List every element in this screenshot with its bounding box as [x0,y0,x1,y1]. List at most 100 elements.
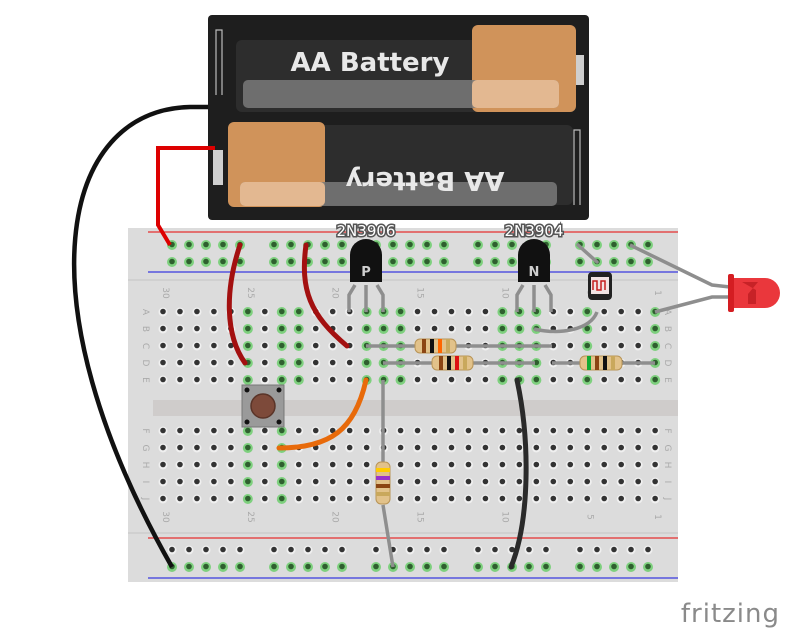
breadboard-hole[interactable] [329,444,336,451]
rail-hole[interactable] [305,546,311,553]
breadboard-hole[interactable] [431,376,438,383]
breadboard-hole[interactable] [228,359,234,366]
breadboard-hole[interactable] [177,427,183,434]
breadboard-hole[interactable] [618,461,624,468]
rail-hole[interactable] [322,563,328,570]
breadboard-hole[interactable] [414,427,421,434]
rail-hole[interactable] [492,546,498,553]
breadboard-hole[interactable] [245,308,251,315]
breadboard-hole[interactable] [482,308,489,315]
breadboard-hole[interactable] [652,376,658,383]
rail-hole[interactable] [577,258,583,265]
rail-hole[interactable] [407,258,413,265]
rail-hole[interactable] [645,241,651,248]
breadboard-hole[interactable] [211,359,217,366]
breadboard-hole[interactable] [533,444,540,451]
rail-hole[interactable] [220,563,226,570]
breadboard-hole[interactable] [363,495,370,502]
breadboard-hole[interactable] [363,478,370,485]
breadboard-hole[interactable] [346,359,353,366]
breadboard-hole[interactable] [262,461,268,468]
breadboard-hole[interactable] [278,461,285,468]
breadboard-hole[interactable] [482,427,489,434]
rail-hole[interactable] [271,563,277,570]
breadboard-hole[interactable] [160,478,166,485]
breadboard-hole[interactable] [652,342,658,349]
rail-hole[interactable] [322,241,328,248]
breadboard-hole[interactable] [584,495,591,502]
breadboard-hole[interactable] [601,342,608,349]
breadboard-hole[interactable] [652,325,658,332]
breadboard-hole[interactable] [312,495,319,502]
breadboard-hole[interactable] [567,342,574,349]
breadboard-hole[interactable] [194,495,200,502]
rail-hole[interactable] [526,563,532,570]
breadboard-hole[interactable] [618,325,624,332]
breadboard-hole[interactable] [160,342,166,349]
breadboard-hole[interactable] [363,444,370,451]
breadboard-hole[interactable] [278,325,285,332]
rail-hole[interactable] [220,258,226,265]
rail-hole[interactable] [237,546,243,553]
breadboard-hole[interactable] [533,427,540,434]
rail-hole[interactable] [203,563,209,570]
breadboard-hole[interactable] [211,427,217,434]
breadboard-hole[interactable] [211,495,217,502]
rail-hole[interactable] [611,258,617,265]
breadboard-hole[interactable] [346,461,353,468]
rail-hole[interactable] [594,563,600,570]
breadboard-hole[interactable] [194,427,200,434]
breadboard-hole[interactable] [414,325,421,332]
breadboard-hole[interactable] [194,308,200,315]
breadboard-hole[interactable] [397,478,404,485]
breadboard-hole[interactable] [312,342,319,349]
rail-hole[interactable] [441,546,447,553]
breadboard-hole[interactable] [194,478,200,485]
breadboard-hole[interactable] [346,478,353,485]
breadboard-hole[interactable] [448,427,455,434]
breadboard-hole[interactable] [278,308,285,315]
breadboard-hole[interactable] [262,478,268,485]
breadboard-hole[interactable] [533,376,540,383]
breadboard-hole[interactable] [431,495,438,502]
breadboard-hole[interactable] [346,495,353,502]
breadboard-hole[interactable] [465,495,472,502]
breadboard-hole[interactable] [465,308,472,315]
breadboard-hole[interactable] [329,495,336,502]
rail-hole[interactable] [339,546,345,553]
breadboard-hole[interactable] [177,376,183,383]
rail-hole[interactable] [509,258,515,265]
breadboard-hole[interactable] [584,376,591,383]
breadboard-hole[interactable] [601,461,608,468]
breadboard-hole[interactable] [516,478,523,485]
rail-hole[interactable] [492,258,498,265]
rail-hole[interactable] [305,563,311,570]
breadboard-hole[interactable] [380,325,387,332]
breadboard-hole[interactable] [295,359,302,366]
breadboard-hole[interactable] [533,461,540,468]
rail-hole[interactable] [441,563,447,570]
breadboard-hole[interactable] [584,308,591,315]
rail-hole[interactable] [407,546,413,553]
breadboard-hole[interactable] [618,427,624,434]
breadboard-hole[interactable] [635,495,641,502]
breadboard-hole[interactable] [397,427,404,434]
rail-hole[interactable] [628,546,634,553]
breadboard-hole[interactable] [601,478,608,485]
rail-hole[interactable] [373,546,379,553]
breadboard-hole[interactable] [431,308,438,315]
breadboard-hole[interactable] [652,478,658,485]
rail-hole[interactable] [577,546,583,553]
breadboard-hole[interactable] [211,444,217,451]
breadboard-hole[interactable] [397,461,404,468]
breadboard-hole[interactable] [177,495,183,502]
rail-hole[interactable] [594,546,600,553]
breadboard-hole[interactable] [295,478,302,485]
breadboard-hole[interactable] [312,461,319,468]
rail-hole[interactable] [475,258,481,265]
breadboard-hole[interactable] [211,325,217,332]
breadboard-hole[interactable] [262,342,268,349]
breadboard-hole[interactable] [194,461,200,468]
breadboard-hole[interactable] [414,444,421,451]
breadboard-hole[interactable] [652,427,658,434]
